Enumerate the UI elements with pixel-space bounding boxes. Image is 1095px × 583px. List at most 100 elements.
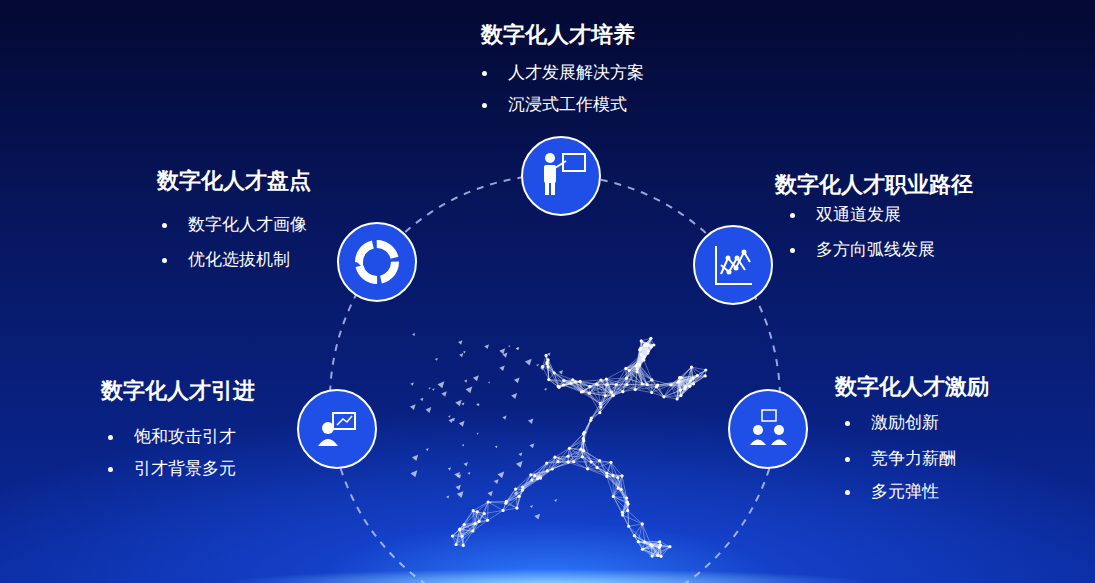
mesh-line <box>574 461 592 462</box>
mesh-line <box>460 529 473 531</box>
mesh-point <box>474 522 477 525</box>
mesh-point <box>621 390 624 393</box>
particle <box>462 444 464 446</box>
particle <box>458 340 462 344</box>
particle <box>499 366 504 371</box>
mesh-line <box>634 536 652 546</box>
mesh-point <box>679 389 682 392</box>
mesh-point <box>463 523 466 526</box>
mesh-line <box>600 461 613 476</box>
mesh-point <box>462 544 465 547</box>
mesh-point <box>547 378 550 381</box>
mesh-point <box>640 339 643 342</box>
mesh-point <box>476 510 479 513</box>
mesh-line <box>605 385 607 396</box>
mesh-point <box>588 385 591 388</box>
mesh-line <box>516 480 532 489</box>
particle <box>461 402 464 405</box>
mesh-line <box>559 380 573 388</box>
mesh-line <box>613 378 626 395</box>
particle <box>529 443 534 448</box>
mesh-point <box>547 358 550 361</box>
node-heading: 数字化人才培养 <box>481 20 635 50</box>
mesh-point <box>553 456 556 459</box>
mesh-point <box>605 377 608 380</box>
mesh-point <box>586 467 589 470</box>
mesh-line <box>460 530 473 531</box>
mesh-line <box>543 355 547 366</box>
mesh-line <box>506 503 517 508</box>
mesh-line <box>568 449 581 462</box>
mesh-line <box>600 396 613 413</box>
mesh-line <box>658 385 664 397</box>
mesh-line <box>613 378 626 396</box>
mesh-point <box>487 500 490 503</box>
particle <box>446 495 449 498</box>
mesh-point <box>567 461 570 464</box>
particle <box>448 415 450 417</box>
mesh-point <box>566 455 569 458</box>
mesh-line <box>568 456 582 458</box>
mesh-point <box>590 460 593 463</box>
mesh-line <box>503 496 519 510</box>
mesh-point <box>504 502 507 505</box>
mesh-point <box>579 380 582 383</box>
mesh-point <box>598 459 601 462</box>
mesh-line <box>664 382 678 397</box>
mesh-point <box>641 357 644 360</box>
mesh-point <box>689 379 692 382</box>
mesh-point <box>621 513 624 516</box>
mesh-point <box>572 460 575 463</box>
mesh-point <box>650 345 653 348</box>
particle <box>426 448 429 451</box>
mesh-point <box>640 353 643 356</box>
mesh-point <box>611 394 614 397</box>
mesh-point <box>556 460 559 463</box>
particle <box>410 382 414 386</box>
particle <box>459 353 463 357</box>
mesh-line <box>605 379 606 396</box>
particle <box>489 501 491 503</box>
particle <box>540 366 544 370</box>
mesh-point <box>641 382 644 385</box>
particle <box>499 348 505 354</box>
particle <box>557 457 560 460</box>
particle <box>525 359 532 366</box>
chart-icon <box>716 246 752 284</box>
mesh-line <box>574 449 581 462</box>
node-heading: 数字化人才引进 <box>101 376 255 406</box>
mesh-point <box>691 376 694 379</box>
mesh-point <box>627 525 630 528</box>
particle <box>425 407 431 413</box>
mesh-point <box>529 473 532 476</box>
mesh-point <box>637 540 640 543</box>
mesh-point <box>546 362 549 365</box>
mesh-line <box>638 364 652 380</box>
mesh-point <box>557 386 560 389</box>
mesh-line <box>588 461 600 469</box>
particle <box>502 415 506 419</box>
mesh-point <box>656 383 659 386</box>
mesh-point <box>515 506 518 509</box>
mesh-point <box>625 383 628 386</box>
mesh-point <box>615 383 618 386</box>
mesh-line <box>571 383 590 386</box>
mesh-line <box>591 407 601 418</box>
mesh-line <box>589 380 601 393</box>
bullet-item: 沉浸式工作模式 <box>480 93 627 116</box>
icon-circle: 数字化人才职业路径双通道发展多方向弧线发展 <box>693 225 773 305</box>
mesh-line <box>547 462 558 471</box>
mesh-point <box>557 385 560 388</box>
mesh-line <box>487 502 489 520</box>
mesh-line <box>569 432 584 448</box>
mesh-point <box>551 467 554 470</box>
mesh-line <box>645 542 652 556</box>
particle <box>534 514 540 520</box>
mesh-line <box>581 449 591 462</box>
mesh-line <box>628 504 629 526</box>
particle <box>455 400 462 407</box>
mesh-line <box>477 502 488 512</box>
mesh-point <box>692 382 695 385</box>
mesh-point <box>656 554 659 557</box>
mesh-point <box>562 379 565 382</box>
